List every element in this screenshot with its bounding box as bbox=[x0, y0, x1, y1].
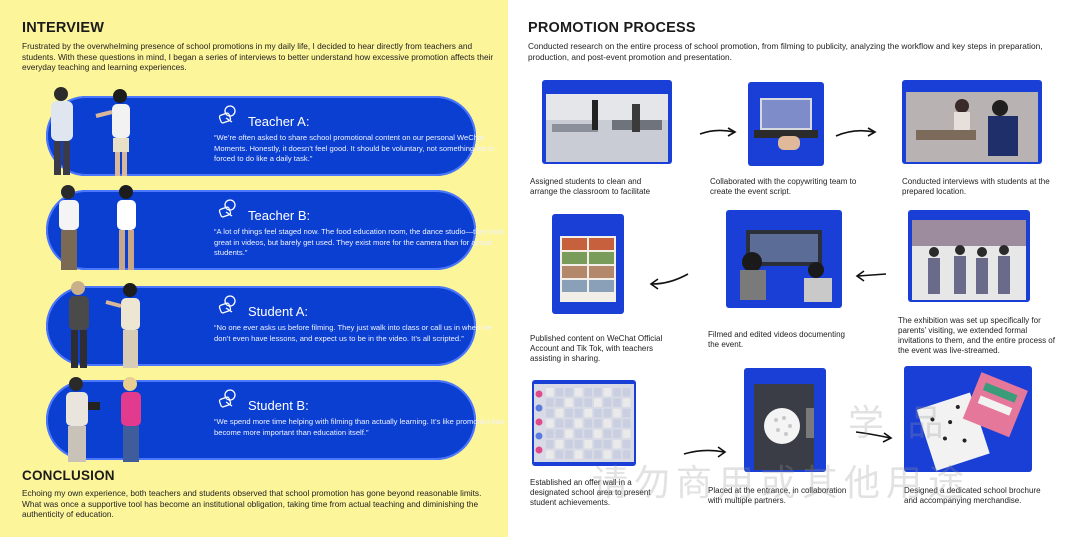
interview-card-student-a: Student A: “No one ever asks us before f… bbox=[46, 286, 492, 366]
step-7-photo bbox=[532, 380, 636, 466]
interview-card-teacher-b: Teacher B: “A lot of things feel staged … bbox=[46, 190, 503, 270]
interviewee-name: Teacher A: bbox=[248, 114, 310, 129]
student-b-photo bbox=[66, 377, 141, 462]
interviewee-quote: “We’re often asked to share school promo… bbox=[214, 133, 495, 163]
process-title: PROMOTION PROCESS bbox=[528, 20, 696, 36]
step-1-caption: Assigned students to clean and arrange t… bbox=[530, 177, 651, 196]
interview-icon bbox=[216, 104, 242, 126]
step-7-caption: Established an offer wall in a designate… bbox=[530, 478, 651, 507]
interviewee-name: Teacher B: bbox=[248, 208, 311, 223]
step-8-caption: Placed at the entrance, in collaboration… bbox=[708, 486, 847, 505]
interview-title: INTERVIEW bbox=[22, 20, 105, 36]
interview-icon bbox=[216, 198, 242, 220]
step-5-caption: Filmed and edited videos documenting the… bbox=[708, 330, 845, 349]
step-3-caption: Conducted interviews with students at th… bbox=[902, 177, 1050, 196]
step-9-photo bbox=[904, 366, 1032, 472]
watermark-top: 学 品 bbox=[848, 403, 950, 444]
arrow-left-icon bbox=[855, 270, 887, 282]
interviewee-name: Student A: bbox=[248, 304, 308, 319]
interview-card-student-b: Student B: “We spend more time helping w… bbox=[46, 380, 504, 460]
interview-icon bbox=[216, 294, 242, 316]
teacher-a-photo bbox=[51, 87, 130, 176]
step-8-photo bbox=[744, 368, 826, 472]
step-9-caption: Designed a dedicated school brochure and… bbox=[904, 486, 1041, 505]
step-3-photo bbox=[902, 80, 1042, 164]
conclusion-text: Echoing my own experience, both teachers… bbox=[22, 488, 482, 519]
interviewee-quote: “We spend more time helping with filming… bbox=[214, 417, 505, 437]
step-5-photo bbox=[726, 210, 842, 308]
step-6-caption: The exhibition was set up specifically f… bbox=[898, 316, 1055, 355]
interviewee-name: Student B: bbox=[248, 398, 309, 413]
interviewee-quote: “A lot of things feel staged now. The fo… bbox=[214, 227, 504, 257]
interview-intro: Frustrated by the overwhelming presence … bbox=[22, 41, 494, 72]
step-4-caption: Published content on WeChat Official Acc… bbox=[530, 334, 663, 363]
promotion-process-panel: PROMOTION PROCESS Conducted research on … bbox=[508, 0, 1080, 537]
arrow-right-icon bbox=[855, 431, 893, 443]
arrow-right-icon bbox=[699, 127, 737, 137]
step-2-caption: Collaborated with the copywriting team t… bbox=[710, 177, 857, 196]
step-6-photo bbox=[908, 210, 1030, 302]
watermark-bottom: 请勿商用或其他用途 bbox=[592, 463, 971, 504]
step-4-photo bbox=[552, 214, 624, 314]
arrow-left-icon bbox=[649, 273, 689, 290]
step-1-photo bbox=[542, 80, 672, 164]
arrow-right-icon bbox=[835, 127, 877, 137]
process-intro: Conducted research on the entire process… bbox=[528, 41, 1043, 62]
arrow-right-icon bbox=[683, 446, 727, 458]
step-2-photo bbox=[748, 82, 824, 166]
student-a-photo bbox=[69, 281, 140, 368]
conclusion-title: CONCLUSION bbox=[22, 468, 115, 483]
teacher-b-photo bbox=[59, 185, 136, 270]
interview-panel: INTERVIEW Frustrated by the overwhelming… bbox=[0, 0, 508, 537]
interview-icon bbox=[216, 388, 242, 410]
interviewee-quote: “No one ever asks us before filming. The… bbox=[214, 323, 492, 343]
